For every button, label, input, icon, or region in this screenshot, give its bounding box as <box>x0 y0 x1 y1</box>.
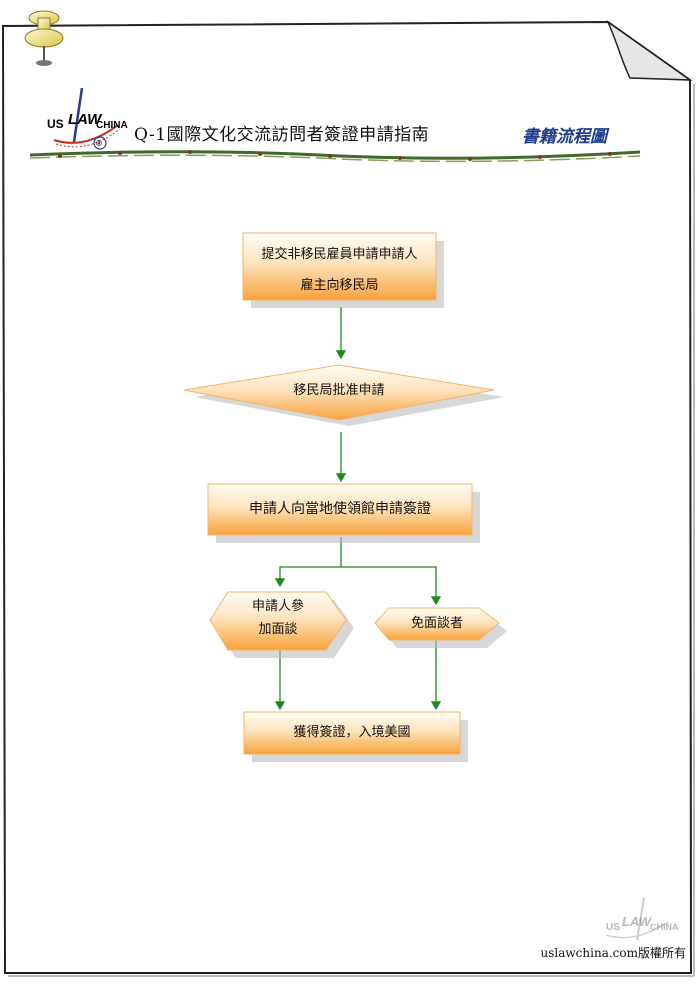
watermark-logo-icon <box>605 897 669 941</box>
step1-label-line1: 提交非移民雇員申請申請人 <box>261 247 418 262</box>
flow-connectors <box>274 307 442 711</box>
page-title: Q-1國際文化交流訪問者簽證申請指南 <box>134 125 430 145</box>
pushpin-icon <box>24 10 64 66</box>
step2-label: 申請人向當地使領館申請簽證 <box>249 501 431 517</box>
flow-node-interview <box>209 591 347 651</box>
watermark-text-law: LAW <box>622 914 653 929</box>
flow-decision-uscis-approval <box>183 364 495 421</box>
flow-step-submit-petition <box>242 232 437 301</box>
interview-label-line2: 加面談 <box>258 622 298 637</box>
no-interview-label: 免面談者 <box>410 616 463 631</box>
header-divider <box>29 150 641 163</box>
logo-mark: ® <box>96 139 102 148</box>
logo-text-law: LAW <box>68 111 103 128</box>
logo-text-us: US <box>47 117 64 131</box>
watermark-text-china: CHINA <box>650 922 679 932</box>
copyright-text: uslawchina.com版權所有 <box>540 946 686 960</box>
logo-text-china: CHINA <box>96 120 128 131</box>
watermark-text-us: US <box>606 922 620 933</box>
decision-label: 移民局批准申請 <box>293 383 385 398</box>
interview-label-line1: 申請人參 <box>251 599 304 614</box>
logo-icon <box>53 87 121 150</box>
step1-label-line2: 雇主向移民局 <box>300 278 379 293</box>
page-curl <box>606 19 693 81</box>
final-label: 獲得簽證，入境美國 <box>293 725 411 740</box>
flow-step-obtain-visa <box>243 711 461 755</box>
section-label: 書籍流程圖 <box>522 127 607 147</box>
flow-node-no-interview <box>374 607 500 641</box>
flow-step-apply-visa <box>207 483 473 536</box>
